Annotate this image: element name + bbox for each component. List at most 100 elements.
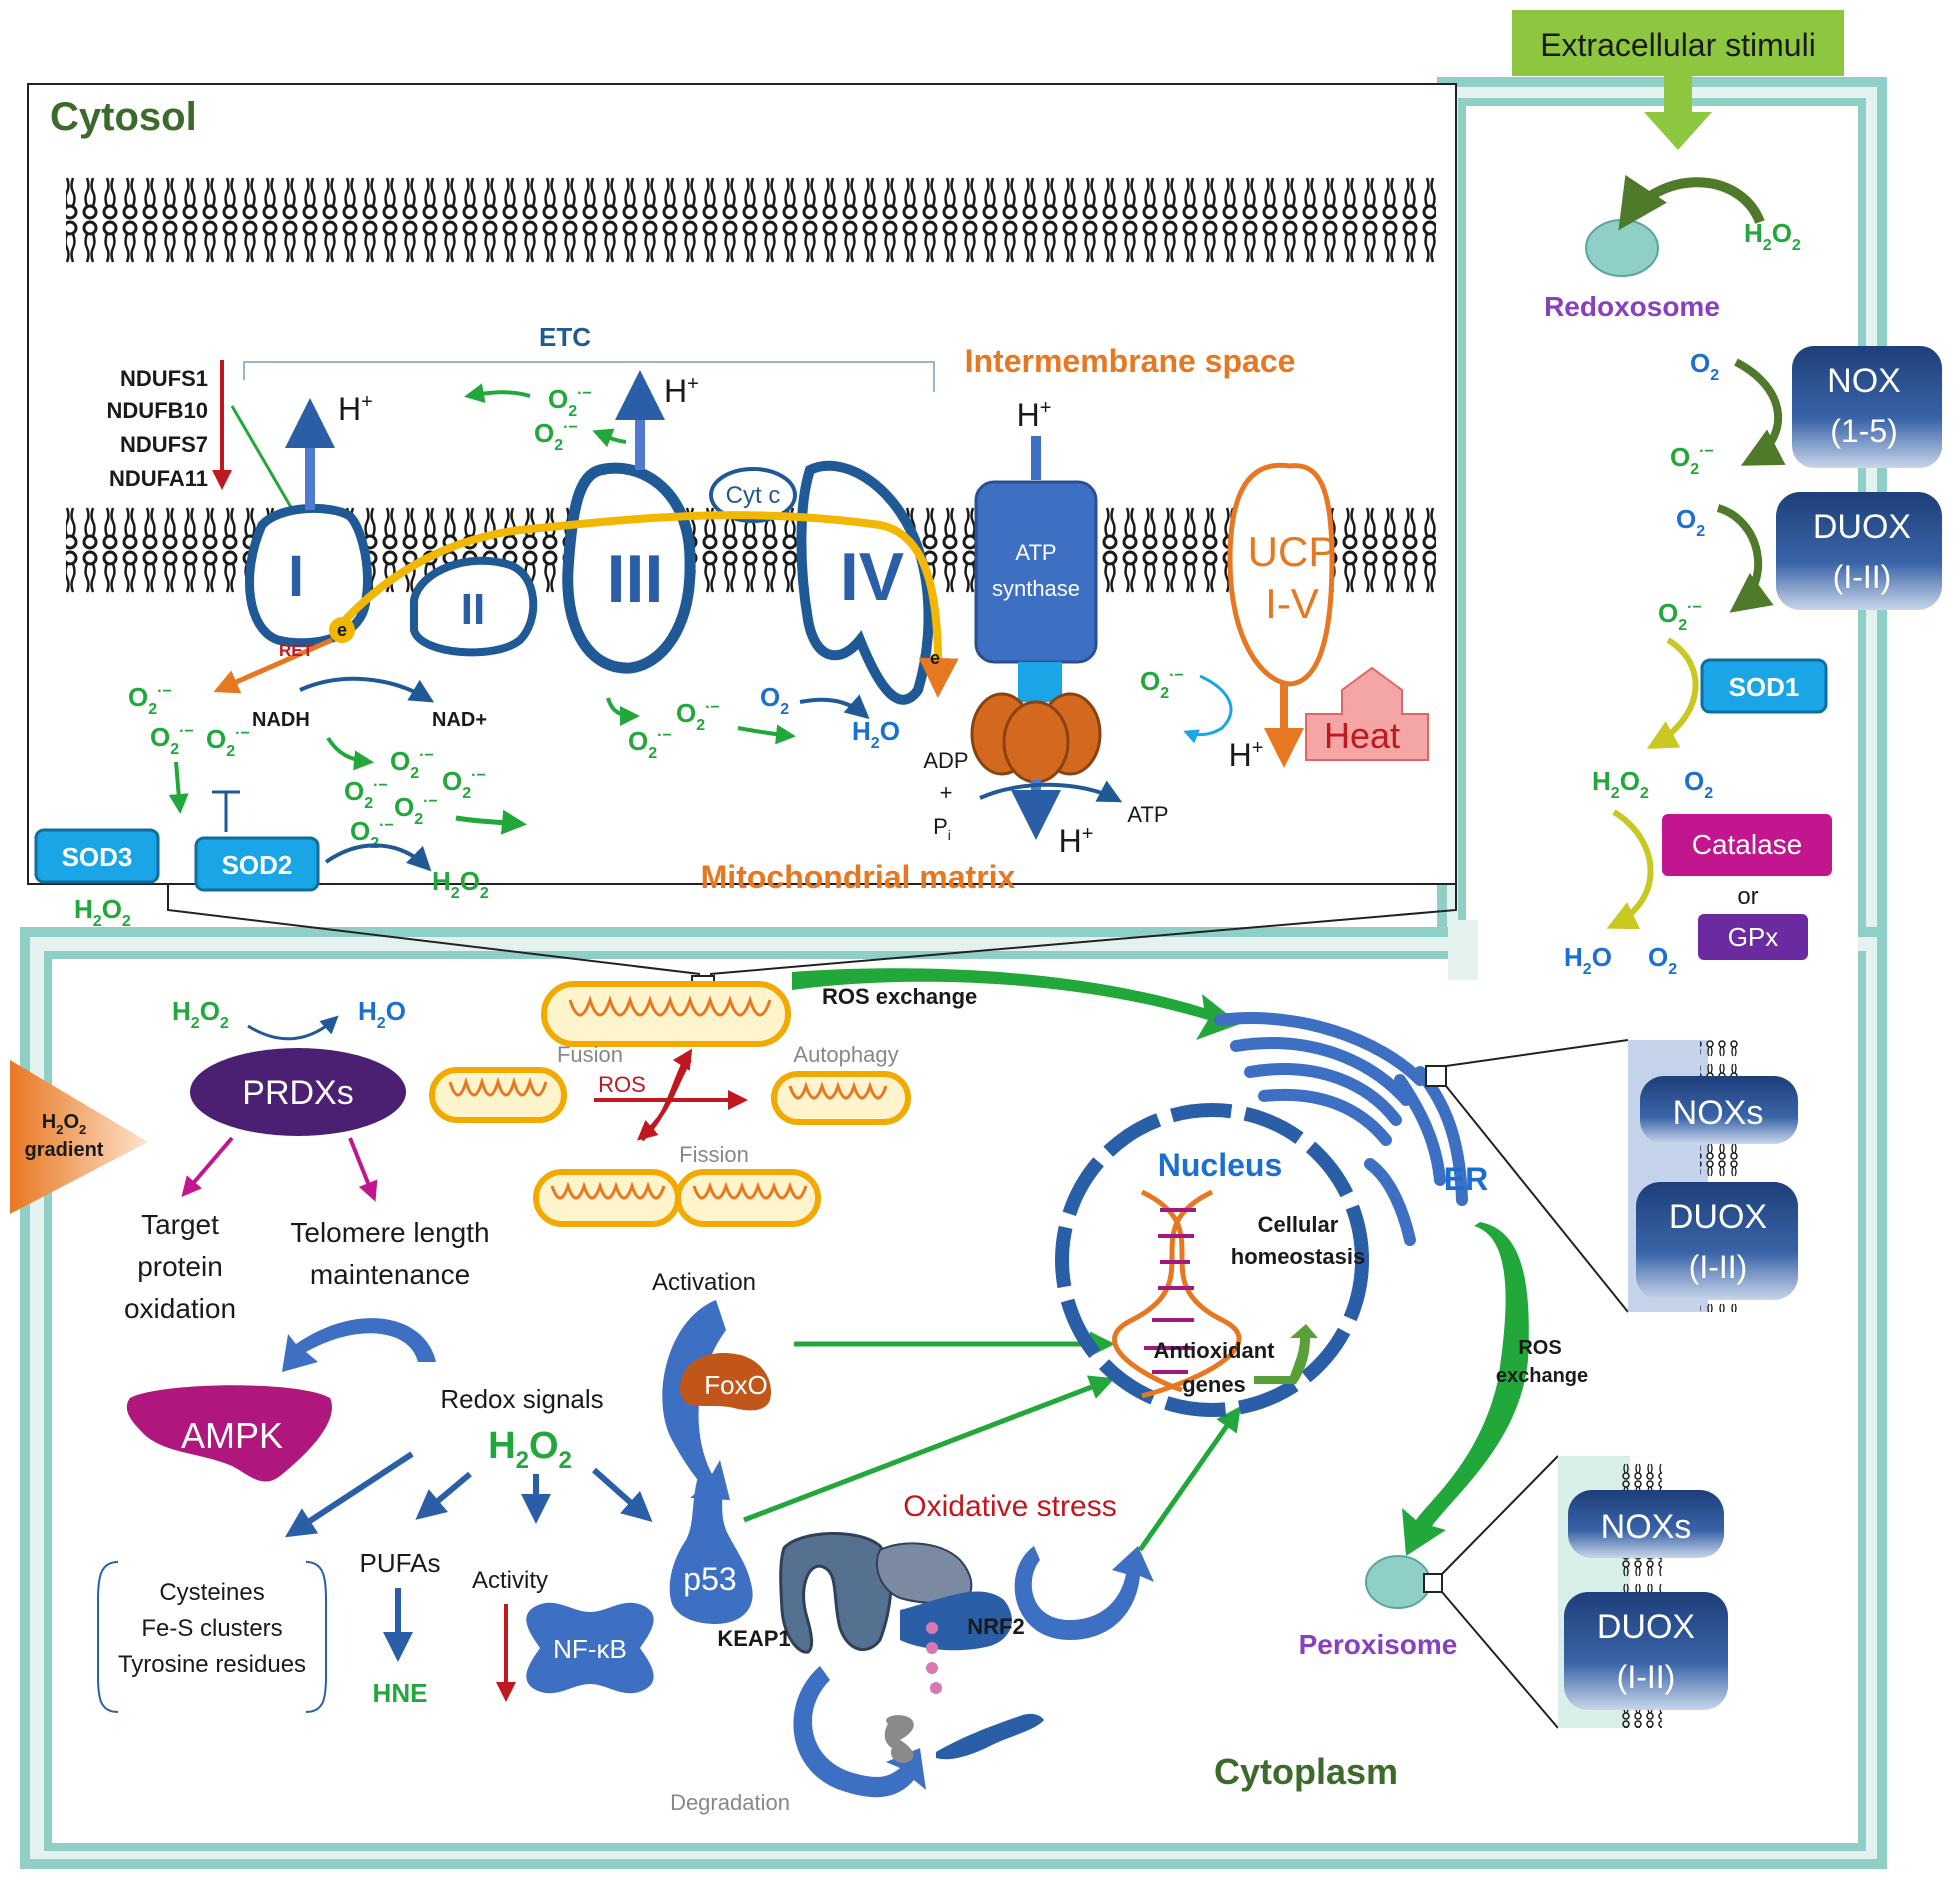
redox-signals-group: AMPK Redox signals H2O2 Cysteines Fe-S c…	[97, 1318, 654, 1713]
svg-text:O2·−: O2·−	[206, 724, 250, 760]
oxidative-stress-label: Oxidative stress	[903, 1490, 1116, 1523]
electron-label: e	[337, 620, 347, 640]
heat-arrow	[1305, 666, 1429, 761]
etc-label: ETC	[539, 322, 591, 352]
ros-label: ROS	[598, 1072, 646, 1097]
svg-text:O2: O2	[1684, 766, 1713, 802]
svg-text:O2·−: O2·−	[150, 722, 194, 758]
electron-entry	[329, 617, 355, 643]
sod3-label: SOD3	[62, 842, 133, 872]
etc-bracket	[243, 361, 935, 392]
cellular-homeostasis-2: homeostasis	[1231, 1244, 1366, 1269]
complex-i: I	[245, 503, 372, 648]
er-noxs-label: NOXs	[1673, 1094, 1764, 1132]
ros-exchange-top-arrow	[792, 968, 1240, 1040]
peroxisome-label: Peroxisome	[1299, 1629, 1458, 1660]
ucp-label-1: UCP	[1248, 528, 1337, 575]
ros-exchange-right-1: ROS	[1518, 1337, 1561, 1359]
antioxidant-genes-1: Antioxidant	[1154, 1338, 1276, 1363]
svg-text:O2·−: O2·−	[1658, 598, 1702, 634]
o2-label: O2	[760, 682, 789, 718]
catalase-gpx: Catalase or GPx H2O O2	[1564, 809, 1832, 978]
ampk-arrow	[282, 1318, 436, 1372]
ros-exchange-right-2: exchange	[1496, 1365, 1588, 1387]
extracellular-stimuli-label: Extracellular stimuli	[1540, 27, 1816, 63]
foxo-shape	[679, 1353, 771, 1411]
keap1-label: KEAP1	[717, 1626, 790, 1651]
ampk-shape	[126, 1385, 332, 1482]
peroxisome-duox-label: DUOX	[1597, 1608, 1695, 1646]
telomere-2: maintenance	[310, 1259, 470, 1290]
svg-text:O2·−: O2·−	[548, 384, 592, 420]
nrf2-label: NRF2	[967, 1614, 1024, 1639]
sod3: SOD3 H2O2	[34, 828, 160, 930]
cyt-c-label: Cyt c	[726, 482, 781, 509]
foxo-p53-group: Activation FoxO p53	[652, 1269, 1115, 1624]
fusion-label: Fusion	[557, 1042, 623, 1067]
h2o2-gradient-triangle	[10, 1060, 148, 1214]
target-protein-1: Target	[141, 1209, 219, 1240]
duox-label: DUOX	[1813, 508, 1911, 546]
gene-ndufs7: NDUFS7	[120, 432, 208, 457]
superoxide-ucp: O2·−	[1140, 666, 1184, 702]
p53-label: p53	[683, 1561, 736, 1597]
mitochondria-inset: Cytosol ETC Intermembrane space NDUFS1 N…	[27, 83, 1457, 975]
h-plus-complex-i: H+	[338, 391, 373, 427]
intermembrane-space-label: Intermembrane space	[965, 343, 1296, 379]
sod1: SOD1 H2O2 O2	[1592, 637, 1828, 802]
peroxisome-noxs-label: NOXs	[1601, 1508, 1692, 1546]
endoplasmic-reticulum: ER ROS exchange	[1214, 1012, 1629, 1556]
svg-text:O2: O2	[1676, 504, 1705, 540]
h-plus-complex-iii: H+	[664, 373, 699, 409]
plus-label: +	[940, 780, 953, 805]
sod2-label: SOD2	[222, 850, 293, 880]
complex-i-matrix-ros: O2·− O2·− O2·− NADH NAD+ O2·− O2·− O2·− …	[128, 676, 527, 852]
central-h2o2: H2O2	[488, 1425, 572, 1474]
atp-label: ATP	[1127, 802, 1168, 827]
svg-text:H2O2: H2O2	[172, 996, 229, 1032]
electron-exit-label: e	[930, 648, 940, 668]
antioxidant-genes-2: genes	[1182, 1372, 1246, 1397]
electron-transport-path	[332, 511, 959, 698]
h2o2-gradient-label-2: gradient	[25, 1139, 104, 1161]
fission-label: Fission	[679, 1142, 749, 1167]
svg-text:H2O2: H2O2	[1592, 766, 1649, 802]
complex-iv-label: IV	[840, 539, 904, 615]
redoxosome-h2o2: H2O2	[1744, 218, 1801, 254]
nucleus: Nucleus Cellular homeostasis Antioxidant…	[1055, 1103, 1369, 1417]
ampk-label: AMPK	[181, 1415, 283, 1456]
svg-text:O2·−: O2·−	[534, 418, 578, 454]
p53-shape	[669, 1470, 753, 1624]
nad-plus-label: NAD+	[432, 709, 487, 731]
svg-text:H2O: H2O	[1564, 942, 1612, 978]
degradation-label: Degradation	[670, 1790, 790, 1815]
redoxosome-label: Redoxosome	[1544, 291, 1720, 322]
hne-label: HNE	[373, 1678, 428, 1708]
activation-label: Activation	[652, 1269, 756, 1296]
er-label: ER	[1444, 1161, 1488, 1197]
nox-label: NOX	[1827, 362, 1901, 400]
ros-exchange-right-arrow	[1402, 1222, 1529, 1556]
mitochondrial-matrix-label: Mitochondrial matrix	[701, 859, 1016, 895]
svg-text:O2·−: O2·−	[676, 698, 720, 734]
svg-text:O2·−: O2·−	[394, 792, 438, 828]
gene-ndufb10: NDUFB10	[107, 398, 208, 423]
cyt-c: Cyt c	[709, 467, 797, 523]
complex-iii-matrix-ros: O2·− O2·− O2 H2O	[606, 682, 900, 762]
nadh-label: NADH	[252, 709, 310, 731]
foxo-label: FoxO	[704, 1370, 768, 1400]
h-plus-atp-top: H+	[1017, 397, 1052, 433]
mitochondria-dynamics: Fusion Autophagy ROS Fission	[429, 981, 911, 1227]
pufas-label: PUFAs	[360, 1548, 441, 1578]
nox-range: (1-5)	[1830, 413, 1898, 449]
peroxisome: Peroxisome NOXs DUOX (I-II)	[1299, 1455, 1728, 1729]
outer-membrane	[66, 162, 1436, 272]
gene-ndufa11: NDUFA11	[109, 466, 208, 491]
stimuli-arrow	[1644, 76, 1712, 150]
er-duox-range: (I-II)	[1689, 1249, 1748, 1285]
complex-ii: II	[410, 556, 538, 657]
gene-ndufs1: NDUFS1	[120, 366, 208, 391]
h-plus-matrix: H+	[1059, 823, 1094, 859]
complex-i-genes: NDUFS1 NDUFB10 NDUFS7 NDUFA11	[107, 360, 347, 603]
sod1-label: SOD1	[1729, 672, 1800, 702]
